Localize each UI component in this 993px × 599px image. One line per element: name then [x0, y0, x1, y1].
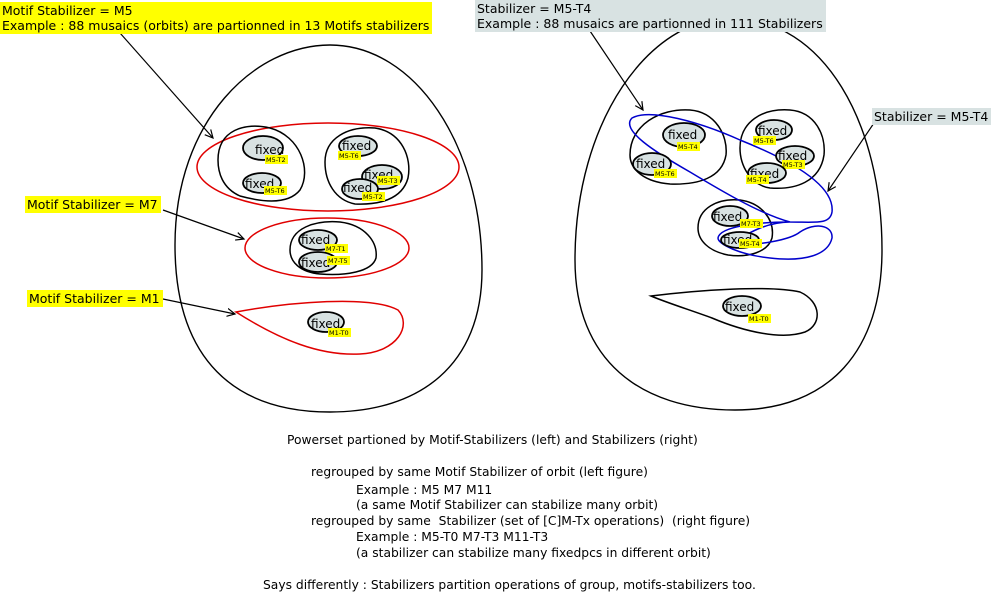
fixed-point-shape — [722, 295, 762, 317]
operation-tag-bg — [746, 175, 769, 184]
operation-tag-bg — [654, 169, 677, 178]
fixed-label: fixed — [713, 210, 742, 224]
operation-tag-bg — [264, 186, 287, 195]
operation-tag-bg — [265, 155, 288, 164]
operation-tag: M5-T6 — [339, 152, 359, 160]
caption-line-7: (a stabilizer can stabilize many fixedpc… — [356, 546, 711, 560]
operation-tag: M5-T3 — [783, 161, 803, 169]
stabilizer-right-callout: Stabilizer = M5-T4 — [872, 108, 992, 125]
caption-line-2: regrouped by same Motif Stabilizer of or… — [311, 465, 648, 479]
orbit-loop — [697, 199, 774, 257]
fixed-label: fixed — [725, 300, 754, 314]
fixed-point-shape — [307, 311, 345, 333]
arrow-m7 — [162, 209, 244, 239]
fixed-label: fixed — [301, 256, 330, 270]
operation-tag-bg — [753, 136, 776, 145]
arrow-m1 — [162, 298, 235, 314]
caption-line-1: Powerset partioned by Motif-Stabilizers … — [287, 433, 698, 447]
fixed-label: fixed — [255, 143, 284, 157]
motif-stabilizer-m5-loop — [196, 122, 460, 212]
stabilizer-m5-t4-loop — [629, 114, 833, 260]
arrow-stabilizer-top — [589, 30, 643, 110]
operation-tag-bg — [677, 142, 700, 151]
operation-tag-bg — [325, 244, 348, 253]
operation-tag: M5-T4 — [678, 143, 698, 151]
operation-tag: M5-T6 — [754, 137, 774, 145]
operation-tag-bg — [782, 160, 805, 169]
operation-tag: M7-T3 — [741, 220, 761, 228]
operation-tag: M5-T4 — [747, 176, 767, 184]
operation-tag: M5-T2 — [266, 156, 286, 164]
fixed-label: fixed — [311, 317, 340, 331]
operation-tag-bg — [328, 328, 351, 337]
fixed-label: fixed — [778, 149, 807, 163]
operation-tag: M7-T1 — [326, 245, 346, 253]
fixed-label: fixed — [668, 128, 697, 142]
operation-tag: M7-T5 — [328, 257, 348, 265]
orbit-loop — [324, 127, 410, 205]
fixed-label: fixed — [758, 124, 787, 138]
arrow-stabilizer-right — [828, 122, 875, 191]
fixed-label: fixed — [636, 157, 665, 171]
left-powerset-egg — [174, 44, 483, 413]
fixed-point-shape — [242, 135, 284, 161]
stabilizer-top-callout: Stabilizer = M5-T4 Example : 88 musaics … — [475, 0, 826, 32]
operation-tag-bg — [739, 239, 762, 248]
right-powerset-egg — [574, 17, 883, 411]
stabilizer-title: Stabilizer = M5-T4 — [477, 1, 592, 16]
orbit-loop — [289, 220, 377, 276]
arrow-m5 — [119, 32, 213, 138]
m5-example: Example : 88 musaics (orbits) are partio… — [2, 18, 430, 33]
caption-line-5: regrouped by same Stabilizer (set of [C]… — [311, 514, 751, 528]
operation-tag-bg — [748, 314, 771, 323]
stabilizer-example: Example : 88 musaics are partionned in 1… — [477, 16, 823, 31]
motif-stabilizer-m5-callout: Motif Stabilizer = M5 Example : 88 musai… — [0, 2, 433, 34]
motif-stabilizer-m7-callout: Motif Stabilizer = M7 — [25, 196, 161, 213]
orbit-loop — [217, 125, 306, 202]
m5-title: Motif Stabilizer = M5 — [2, 3, 133, 18]
motif-stabilizer-m1-callout: Motif Stabilizer = M1 — [27, 290, 163, 307]
operation-tag-bg — [327, 256, 350, 265]
operation-tag-bg — [740, 219, 763, 228]
fixed-label: fixed — [343, 181, 372, 195]
fixed-point-shape — [711, 205, 749, 227]
operation-tag: M5-T3 — [378, 177, 398, 185]
operation-tag: M1-T0 — [749, 315, 769, 323]
motif-stabilizer-m7-loop — [244, 217, 410, 279]
caption-line-3: Example : M5 M7 M11 — [356, 483, 493, 497]
motif-stabilizer-m1-loop — [233, 300, 404, 355]
fixed-label: fixed — [342, 139, 371, 153]
operation-tag-bg — [377, 176, 400, 185]
operation-tag: M5-T6 — [655, 170, 675, 178]
operation-tag-bg — [362, 192, 385, 201]
fixed-points-layer: fixedM5-T2fixedM5-T6fixedM5-T6fixedM5-T3… — [242, 119, 815, 337]
operation-tag-bg — [338, 151, 361, 160]
caption-line-4: (a same Motif Stabilizer can stabilize m… — [356, 498, 659, 512]
fixed-label: fixed — [301, 233, 330, 247]
operation-tag: M5-T2 — [363, 193, 383, 201]
caption-line-8: Says differently : Stabilizers partition… — [263, 578, 756, 592]
caption-line-6: Example : M5-T0 M7-T3 M11-T3 — [356, 530, 549, 544]
operation-tag: M5-T6 — [265, 187, 285, 195]
orbit-loop — [648, 287, 818, 336]
operation-tag: M5-T4 — [740, 240, 760, 248]
operation-tag: M1-T0 — [329, 329, 349, 337]
